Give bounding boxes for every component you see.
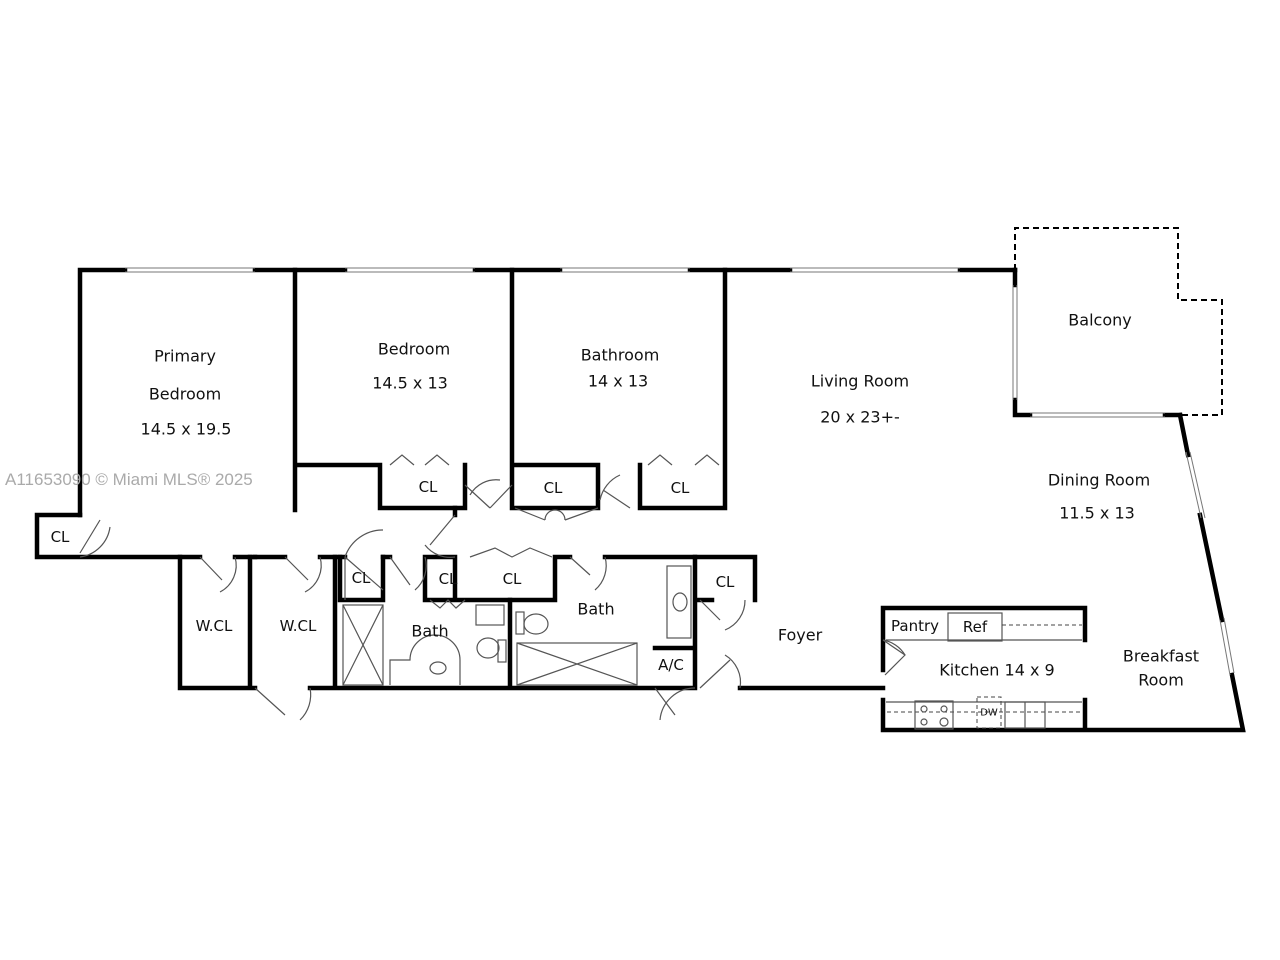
dishwasher bbox=[976, 696, 1002, 729]
closet-label: CL bbox=[670, 479, 690, 497]
refrigerator bbox=[947, 612, 1003, 642]
bedroom-size: 14.5 x 13 bbox=[372, 373, 448, 393]
breakfast-room-label-2: Room bbox=[1138, 670, 1184, 690]
closet-label: CL bbox=[438, 570, 458, 588]
closet-label: CL bbox=[715, 573, 735, 591]
bathtub bbox=[516, 642, 638, 686]
primary-bedroom-label-2: Bedroom bbox=[148, 384, 222, 404]
bath-label: Bath bbox=[577, 599, 615, 619]
bathroom-size: 14 x 13 bbox=[587, 371, 649, 391]
doors bbox=[79, 454, 906, 721]
kitchen-label: Kitchen 14 x 9 bbox=[939, 660, 1055, 680]
ac-label: A/C bbox=[658, 656, 684, 674]
ref-label: Ref bbox=[962, 618, 988, 636]
walk-in-closet-label: W.CL bbox=[195, 617, 233, 635]
dining-room-label: Dining Room bbox=[1047, 470, 1151, 490]
pantry-label: Pantry bbox=[891, 617, 939, 635]
stove bbox=[914, 700, 954, 730]
interior-walls bbox=[177, 267, 758, 691]
closet-label: CL bbox=[418, 478, 438, 496]
living-room-label: Living Room bbox=[810, 371, 910, 391]
breakfast-room-label: Breakfast bbox=[1122, 646, 1200, 666]
walk-in-closet-label: W.CL bbox=[279, 617, 317, 635]
vanity bbox=[666, 565, 692, 639]
primary-bedroom-label: Primary bbox=[154, 346, 216, 366]
fixtures bbox=[342, 565, 1082, 730]
closet-label: CL bbox=[50, 528, 70, 546]
primary-bedroom-size: 14.5 x 19.5 bbox=[140, 419, 232, 439]
closet-label: CL bbox=[502, 570, 522, 588]
vanity-sink bbox=[389, 634, 461, 685]
toilet-tank bbox=[475, 604, 505, 626]
closet-label: CL bbox=[351, 569, 371, 587]
living-room-size: 20 x 23+- bbox=[820, 407, 900, 427]
toilet bbox=[476, 637, 500, 659]
watermark: A11653090 © Miami MLS® 2025 bbox=[5, 470, 253, 489]
balcony-outline bbox=[1014, 227, 1223, 416]
dw-label: DW bbox=[980, 707, 998, 719]
bath-label: Bath bbox=[411, 621, 449, 641]
exterior-walls bbox=[34, 267, 1246, 733]
closet-label: CL bbox=[543, 479, 563, 497]
shower bbox=[342, 604, 384, 686]
bathroom-label: Bathroom bbox=[580, 345, 660, 365]
bedroom-label: Bedroom bbox=[377, 339, 451, 359]
balcony-label: Balcony bbox=[1068, 310, 1132, 330]
foyer-label: Foyer bbox=[777, 625, 823, 645]
dining-room-size: 11.5 x 13 bbox=[1059, 503, 1135, 523]
